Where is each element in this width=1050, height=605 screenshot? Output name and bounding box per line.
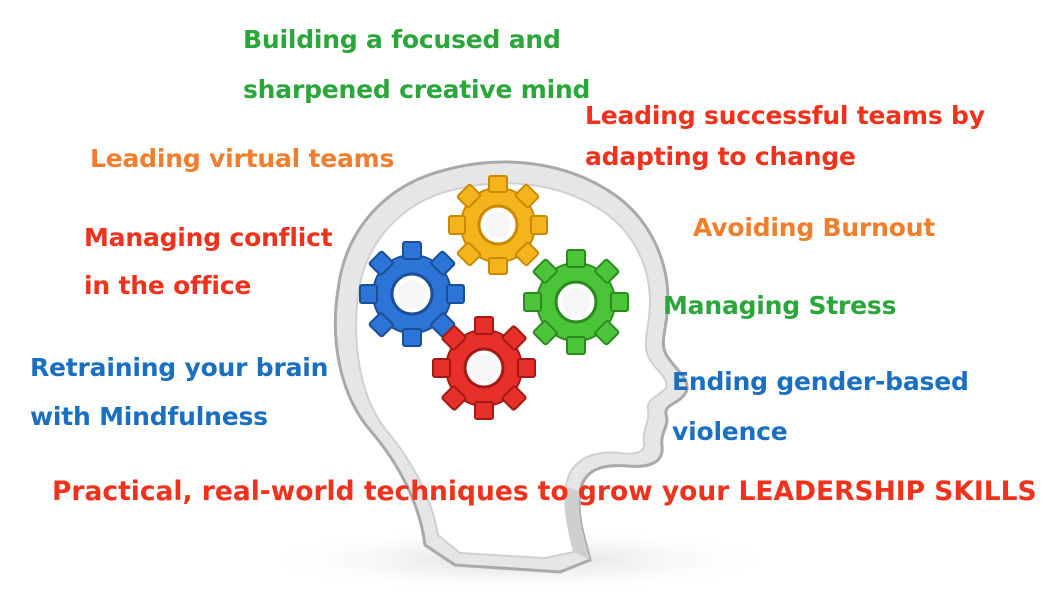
topic-mindfulness-line1: Retraining your brain bbox=[30, 353, 329, 382]
topic-teams-change-line1: Leading successful teams by bbox=[585, 101, 985, 130]
topic-mindfulness-line2: with Mindfulness bbox=[30, 402, 268, 431]
gear-icon bbox=[448, 175, 548, 275]
tagline-emphasis: LEADERSHIP SKILLS bbox=[738, 476, 1037, 507]
gear-icon bbox=[432, 316, 536, 420]
topic-teams-change-line2: adapting to change bbox=[585, 142, 856, 171]
topic-focused-mind-line2: sharpened creative mind bbox=[243, 75, 591, 104]
topic-conflict-line1: Managing conflict bbox=[84, 223, 333, 252]
topic-gender-violence-line1: Ending gender-based bbox=[672, 367, 969, 396]
topic-gender-violence-line2: violence bbox=[672, 417, 788, 446]
tagline-prefix: Practical, real-world techniques to grow… bbox=[52, 476, 739, 507]
topic-virtual-teams: Leading virtual teams bbox=[90, 144, 395, 173]
gear-icon bbox=[523, 249, 629, 355]
topic-focused-mind-line1: Building a focused and bbox=[243, 25, 561, 54]
topic-conflict-line2: in the office bbox=[84, 271, 252, 300]
topic-burnout: Avoiding Burnout bbox=[693, 213, 936, 242]
gear-icon bbox=[359, 241, 465, 347]
topic-stress: Managing Stress bbox=[663, 291, 897, 320]
leadership-tagline: Practical, real-world techniques to grow… bbox=[52, 468, 1037, 516]
